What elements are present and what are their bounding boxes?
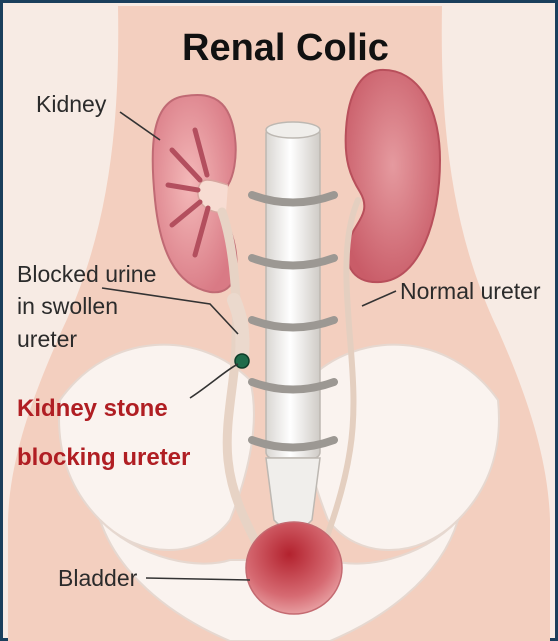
label-blocked-urine-line1: Blocked urine: [17, 261, 156, 287]
kidney-stone-icon: [235, 354, 249, 368]
label-blocked-urine-line3: ureter: [17, 326, 77, 352]
label-kidney-stone-line1: Kidney stone: [17, 395, 168, 422]
bladder: [246, 522, 342, 614]
label-kidney-stone-line2: blocking ureter: [17, 444, 190, 471]
diagram-title: Renal Colic: [182, 27, 389, 69]
label-normal-ureter: Normal ureter: [400, 278, 541, 304]
label-blocked-urine-line2: in swollen: [17, 293, 118, 319]
label-bladder: Bladder: [58, 565, 138, 591]
label-kidney: Kidney: [36, 91, 107, 117]
